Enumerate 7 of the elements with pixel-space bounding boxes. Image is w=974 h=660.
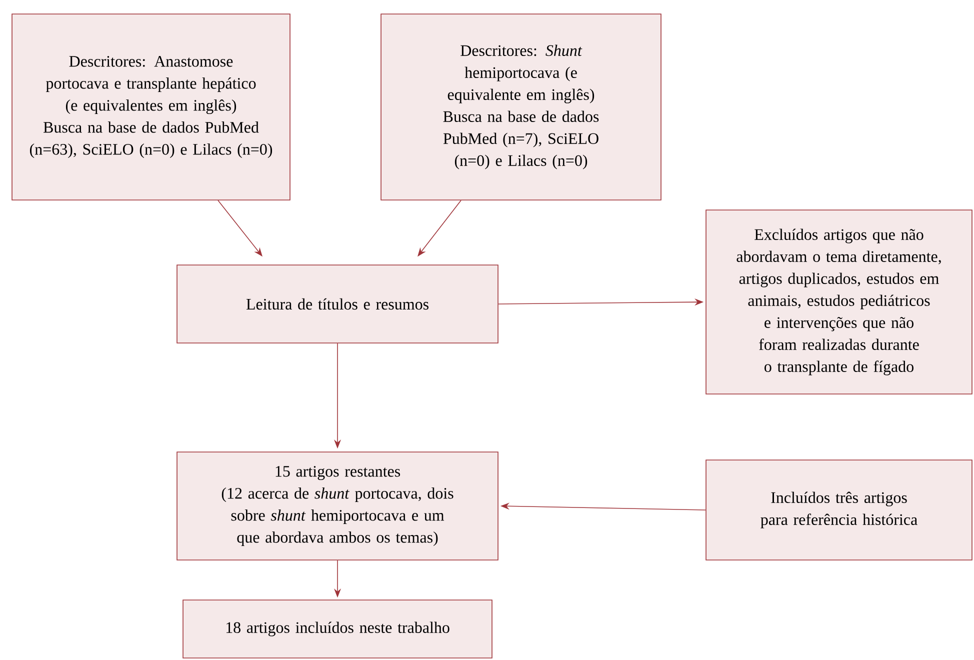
process-box: Incluídos três artigos para referência histórica: [706, 460, 972, 560]
process-box: Excluídos artigos que não abordavam o tema diretamente, artigos duplicados, estudos em animais, estudos pediátricos e intervenções que não foram realizadas durante o transplante de fígado: [706, 210, 972, 394]
process-box: Descritores: Shunt hemiportocava (e equivalente em inglês) Busca na base de dados PubMed (n=7), SciELO (n=0) e Lilacs (n=0): [380, 14, 662, 200]
process-box: Descritores: Anastomose portocava e transplante hepático (e equivalentes em inglês) Busca na base de dados PubMed (n=63), SciELO (n=0) e Lilacs (n=0): [12, 14, 290, 200]
process-box: 15 artigos restantes (12 acerca de shunt portocava, dois sobre shunt hemiportocava e um que abordava ambos os temas): [176, 452, 498, 560]
process-box: 18 artigos incluídos neste trabalho: [182, 600, 492, 658]
process-box: Leitura de títulos e resumos: [176, 264, 498, 344]
